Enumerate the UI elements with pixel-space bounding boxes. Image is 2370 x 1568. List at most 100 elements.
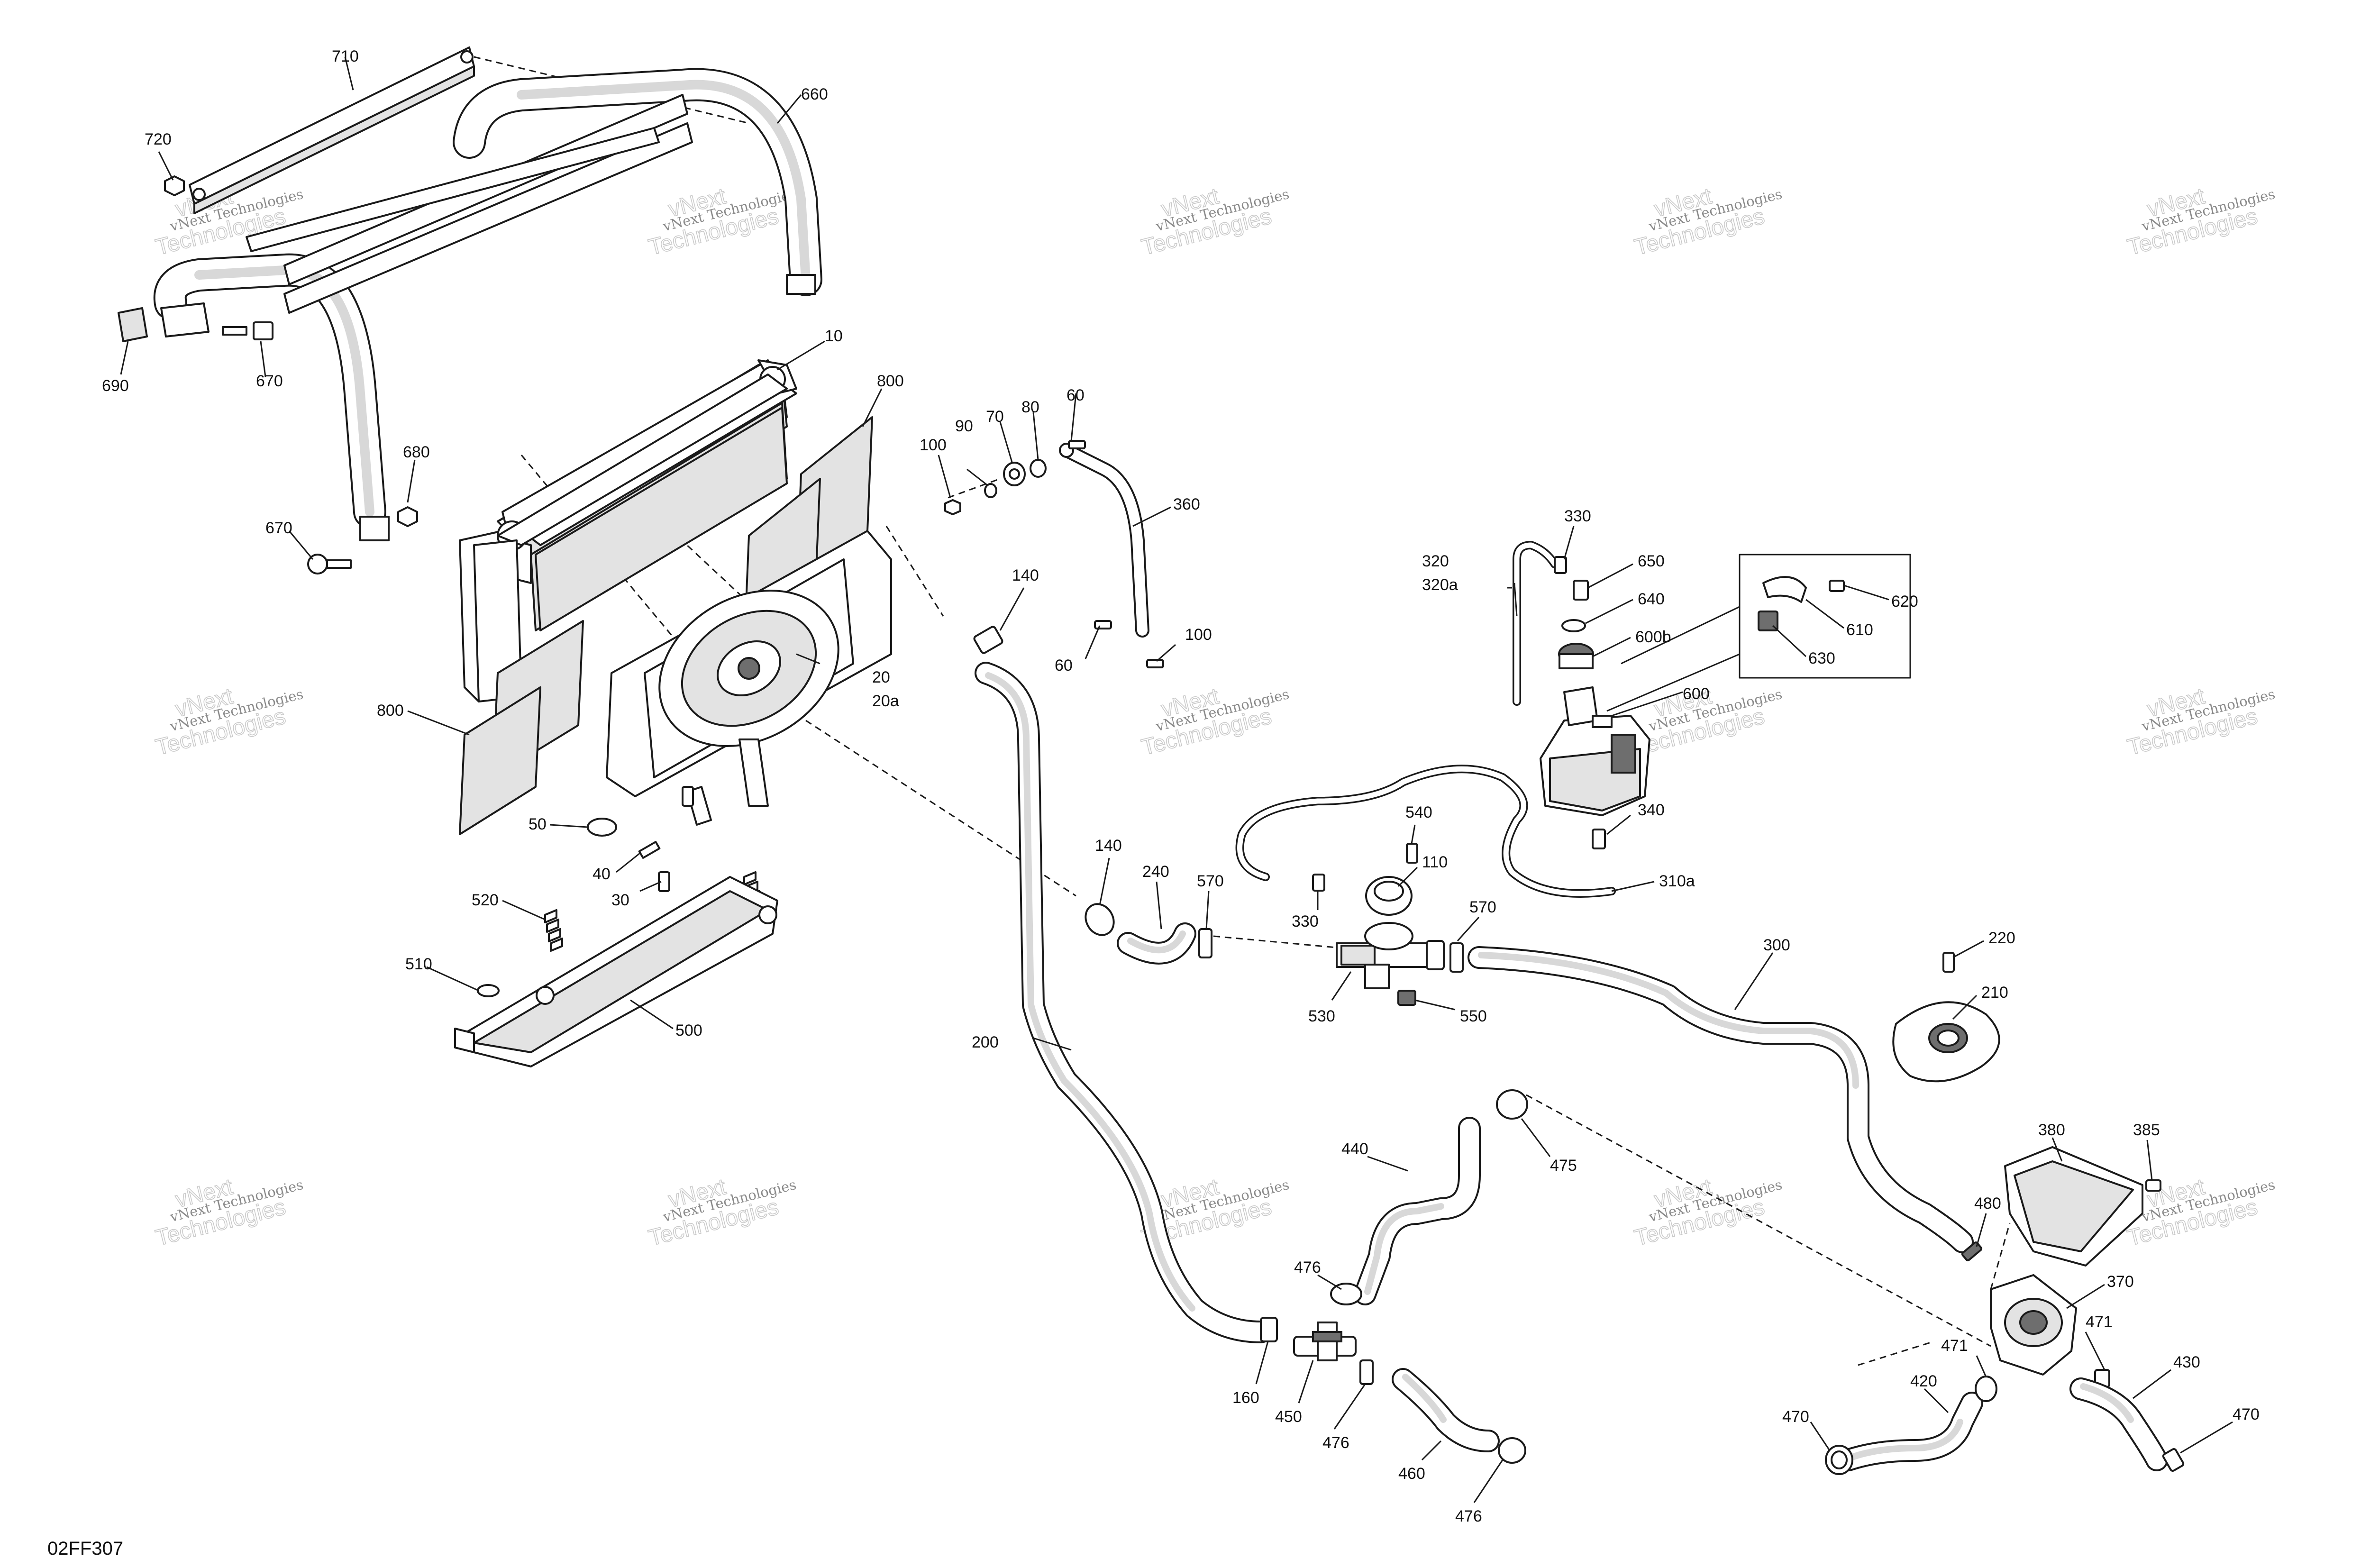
tube-310a bbox=[1235, 765, 1616, 898]
clamp-476-lower bbox=[1498, 1437, 1526, 1464]
fitting-330-lower bbox=[1312, 874, 1325, 892]
hose-200 bbox=[975, 662, 1272, 1343]
watermark: vNext vNext Technologies Technologies bbox=[153, 1174, 305, 1251]
callout-475: 475 bbox=[1550, 1157, 1577, 1175]
callout-90: 90 bbox=[955, 417, 973, 435]
washer-90 bbox=[984, 483, 997, 498]
callout-540: 540 bbox=[1405, 803, 1432, 821]
diagram-reference-code: 02FF307 bbox=[47, 1538, 123, 1559]
nut-100-lower bbox=[1146, 659, 1164, 668]
callout-380: 380 bbox=[2038, 1121, 2065, 1139]
callout-160: 160 bbox=[1232, 1389, 1259, 1407]
callout-476-upper: 476 bbox=[1294, 1258, 1321, 1276]
callout-476-lower: 476 bbox=[1455, 1507, 1482, 1525]
callout-70: 70 bbox=[986, 408, 1004, 426]
bolt-30 bbox=[658, 871, 670, 892]
callout-690: 690 bbox=[102, 377, 129, 395]
bolt-670-lower bbox=[307, 554, 352, 574]
nut-720 bbox=[164, 175, 185, 196]
roll-bar-660 bbox=[153, 68, 822, 541]
washer-50 bbox=[587, 818, 617, 837]
callout-430: 430 bbox=[2173, 1353, 2200, 1371]
callout-460: 460 bbox=[1398, 1465, 1425, 1483]
clamp-610 bbox=[1762, 576, 1807, 603]
callout-620: 620 bbox=[1891, 593, 1918, 611]
tube-320 bbox=[1513, 541, 1559, 706]
callout-550: 550 bbox=[1460, 1007, 1487, 1025]
callout-385: 385 bbox=[2133, 1121, 2160, 1139]
callout-30: 30 bbox=[611, 891, 629, 909]
callout-360: 360 bbox=[1173, 495, 1200, 513]
rivet-510 bbox=[477, 984, 500, 997]
bracket-380 bbox=[2004, 1146, 2143, 1267]
callout-680: 680 bbox=[403, 443, 430, 461]
bolt-60-upper bbox=[1068, 440, 1086, 449]
bolt-40 bbox=[638, 841, 661, 859]
callout-710: 710 bbox=[332, 47, 359, 65]
clamp-475 bbox=[1496, 1089, 1528, 1120]
callout-220: 220 bbox=[1988, 929, 2015, 947]
callout-500: 500 bbox=[675, 1021, 702, 1039]
plate-210 bbox=[1892, 1001, 2000, 1083]
hose-420 bbox=[1837, 1392, 1983, 1471]
spring-520-left bbox=[544, 909, 563, 952]
callout-110: 110 bbox=[1422, 853, 1448, 871]
callout-470-left: 470 bbox=[1782, 1408, 1809, 1426]
watermark: vNext vNext Technologies Technologies bbox=[1632, 1174, 1784, 1251]
nut-100-upper bbox=[944, 499, 961, 515]
watermark: vNext vNext Technologies Technologies bbox=[2124, 183, 2277, 260]
hose-240 bbox=[1117, 922, 1196, 965]
housing-530 bbox=[1336, 922, 1445, 989]
callout-300: 300 bbox=[1763, 936, 1790, 954]
hose-430 bbox=[2069, 1377, 2168, 1471]
clamp-140-upper bbox=[973, 626, 1003, 654]
clamp-471-left bbox=[1975, 1376, 1997, 1402]
callout-60-upper: 60 bbox=[1066, 386, 1085, 404]
callout-570-right: 570 bbox=[1469, 898, 1496, 916]
watermark: vNext vNext Technologies Technologies bbox=[1139, 183, 1291, 260]
callout-640: 640 bbox=[1638, 590, 1665, 608]
seal-480 bbox=[1961, 1241, 1983, 1261]
callout-200: 200 bbox=[972, 1033, 999, 1051]
pump-370 bbox=[1990, 1274, 2077, 1376]
hose-440 bbox=[1354, 1117, 1481, 1305]
callout-476-mid: 476 bbox=[1322, 1434, 1349, 1452]
bolt-540 bbox=[1406, 843, 1418, 864]
mount-clamp-690 bbox=[118, 302, 273, 342]
watermark: vNext vNext Technologies Technologies bbox=[646, 1174, 798, 1251]
hose-460 bbox=[1392, 1368, 1500, 1452]
callout-320a: 320a bbox=[1422, 576, 1458, 594]
cap-600b bbox=[1558, 643, 1594, 669]
callout-labels: 710 660 720 690 670 680 670 10 800 20 20… bbox=[102, 47, 2260, 1525]
callout-20a: 20a bbox=[872, 692, 899, 710]
clamp-470-left bbox=[1825, 1445, 1853, 1475]
clamp-476-mid bbox=[1359, 1359, 1374, 1385]
callout-670-lower: 670 bbox=[265, 519, 292, 537]
callout-50: 50 bbox=[529, 815, 547, 833]
callout-471-left: 471 bbox=[1941, 1337, 1968, 1355]
clamp-476-upper bbox=[1330, 1283, 1362, 1305]
skid-plate-500 bbox=[454, 876, 778, 1067]
callout-510: 510 bbox=[405, 955, 432, 973]
callout-240: 240 bbox=[1142, 863, 1169, 881]
radiator-core bbox=[473, 374, 788, 702]
callout-600: 600 bbox=[1683, 685, 1710, 703]
bolt-fan-upper bbox=[682, 786, 694, 807]
fitting-340 bbox=[1592, 829, 1606, 849]
callout-100-upper: 100 bbox=[920, 436, 947, 454]
bracket-360 bbox=[1059, 443, 1149, 638]
callout-10: 10 bbox=[825, 327, 843, 345]
watermark: vNext vNext Technologies Technologies bbox=[646, 183, 798, 260]
callout-610: 610 bbox=[1846, 621, 1873, 639]
clamp-570-right bbox=[1449, 942, 1464, 973]
callout-330-lower: 330 bbox=[1292, 912, 1319, 930]
watermark-layer: vNext vNext Technologies Technologies vN… bbox=[153, 183, 2277, 1251]
callout-520: 520 bbox=[472, 891, 499, 909]
callout-370: 370 bbox=[2107, 1273, 2134, 1291]
callout-600b: 600b bbox=[1635, 628, 1671, 646]
callout-420: 420 bbox=[1910, 1372, 1937, 1390]
callout-340: 340 bbox=[1638, 801, 1665, 819]
callout-310a: 310a bbox=[1659, 872, 1695, 890]
callout-440: 440 bbox=[1341, 1140, 1368, 1158]
